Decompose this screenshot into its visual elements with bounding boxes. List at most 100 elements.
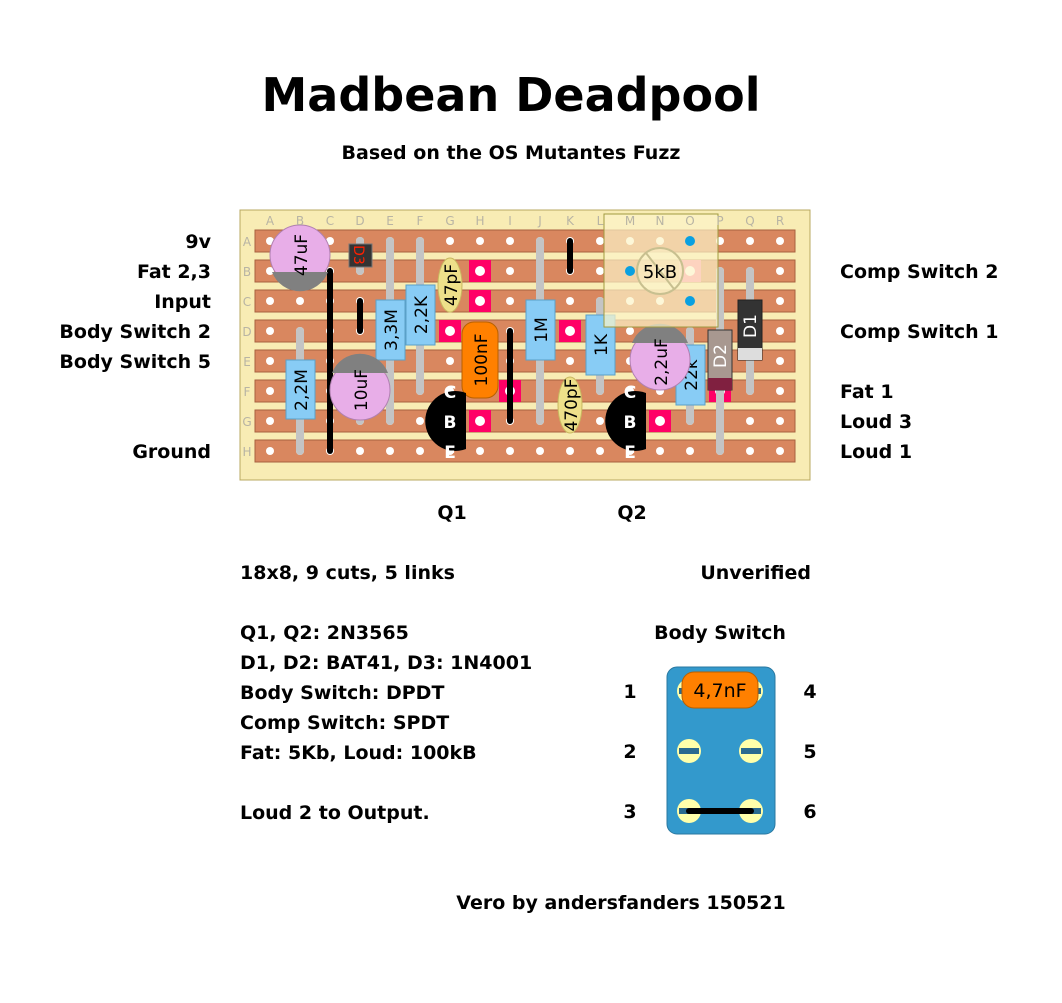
row-letter: F <box>244 385 251 399</box>
label-comp-switch-2: Comp Switch 2 <box>840 261 998 283</box>
resistor-1k: 1K <box>585 314 616 376</box>
svg-text:5kB: 5kB <box>643 262 677 283</box>
svg-text:D3: D3 <box>350 245 366 265</box>
potentiometer-5kb: 5kB <box>603 213 719 328</box>
hole <box>506 237 514 245</box>
column-letter: B <box>296 214 304 228</box>
capacitor-4-7nf <box>681 671 759 709</box>
hole <box>746 447 754 455</box>
column-letter: G <box>445 214 454 228</box>
hole <box>266 387 274 395</box>
column-letter: I <box>508 214 512 228</box>
copper-strip <box>254 439 796 463</box>
hole <box>506 267 514 275</box>
label-q2: Q2 <box>617 502 646 524</box>
resistor-1m: 1M <box>525 299 556 361</box>
lug-number: 2 <box>623 741 636 763</box>
column-letter: R <box>776 214 784 228</box>
svg-text:D1: D1 <box>741 314 761 338</box>
label-loud-1: Loud 1 <box>840 441 912 463</box>
column-letter: J <box>537 214 542 228</box>
svg-text:47uF: 47uF <box>292 234 312 276</box>
note-body-switch: Body Switch: DPDT <box>240 682 444 704</box>
hole <box>746 417 754 425</box>
note-output: Loud 2 to Output. <box>240 802 430 824</box>
hole <box>536 447 544 455</box>
note-comp-switch: Comp Switch: SPDT <box>240 712 449 734</box>
hole <box>656 447 664 455</box>
column-letter: A <box>266 214 275 228</box>
note-pots: Fat: 5Kb, Loud: 100kB <box>240 742 477 764</box>
label-body-switch-2: Body Switch 2 <box>59 321 211 343</box>
column-letter: F <box>417 214 424 228</box>
subtitle: Based on the OS Mutantes Fuzz <box>342 142 681 164</box>
hole <box>596 267 604 275</box>
svg-text:2,2uF: 2,2uF <box>652 338 672 386</box>
hole <box>626 327 634 335</box>
hole <box>416 447 424 455</box>
transistor-q1: C B E <box>425 383 466 463</box>
column-letter: N <box>656 214 665 228</box>
hole <box>506 447 514 455</box>
column-letter: E <box>386 214 394 228</box>
row-letter: D <box>242 325 251 339</box>
wire-links <box>327 238 573 454</box>
hole <box>446 237 454 245</box>
hole <box>266 327 274 335</box>
capacitor-470pf: 470pF <box>557 376 583 434</box>
hole <box>566 447 574 455</box>
hole <box>476 237 484 245</box>
capacitor-100nf: 100nF <box>461 321 499 399</box>
svg-text:47pF: 47pF <box>442 264 462 306</box>
capacitor-10uf: 10uF <box>329 353 391 421</box>
hole <box>776 447 784 455</box>
hole <box>266 417 274 425</box>
label-body-switch-5: Body Switch 5 <box>59 351 211 373</box>
svg-text:1M: 1M <box>532 317 552 342</box>
switch-title: Body Switch <box>654 622 786 644</box>
body-switch: 4,7nF <box>666 666 776 835</box>
note-size: 18x8, 9 cuts, 5 links <box>240 562 455 584</box>
hole <box>476 447 484 455</box>
hole <box>386 447 394 455</box>
svg-text:C: C <box>624 383 636 403</box>
svg-text:2,2K: 2,2K <box>412 295 432 334</box>
capacitor-47uf: 47uF <box>269 224 331 292</box>
label-q1: Q1 <box>437 502 466 524</box>
hole <box>596 237 604 245</box>
svg-text:B: B <box>624 413 637 433</box>
svg-text:D2: D2 <box>711 344 731 368</box>
row-letter: H <box>242 445 251 459</box>
hole <box>296 297 304 305</box>
hole <box>596 447 604 455</box>
capacitor-2-2uf: 2,2uF <box>629 323 691 391</box>
label-9v: 9v <box>185 231 211 253</box>
transistor-q2: C B E <box>605 383 646 463</box>
lug-number: 5 <box>803 741 816 763</box>
svg-text:2,2M: 2,2M <box>292 369 312 411</box>
hole <box>686 447 694 455</box>
hole <box>776 387 784 395</box>
capacitor-4-7nf-label: 4,7nF <box>693 680 746 702</box>
lug-number: 6 <box>803 801 816 823</box>
hole <box>356 447 364 455</box>
note-status: Unverified <box>700 562 811 584</box>
svg-text:470pF: 470pF <box>562 378 582 431</box>
label-loud-3: Loud 3 <box>840 411 912 433</box>
footer-credit: Vero by andersfanders 150521 <box>456 892 785 914</box>
note-transistors: Q1, Q2: 2N3565 <box>240 622 409 644</box>
hole <box>776 417 784 425</box>
hole <box>566 357 574 365</box>
row-letter: G <box>242 415 251 429</box>
hole <box>506 297 514 305</box>
page-title: Madbean Deadpool <box>262 68 761 122</box>
column-letter: L <box>597 214 604 228</box>
hole <box>266 447 274 455</box>
resistor-2-2k: 2,2K <box>405 284 436 346</box>
hole <box>446 357 454 365</box>
hole <box>776 297 784 305</box>
hole <box>266 357 274 365</box>
hole <box>776 327 784 335</box>
